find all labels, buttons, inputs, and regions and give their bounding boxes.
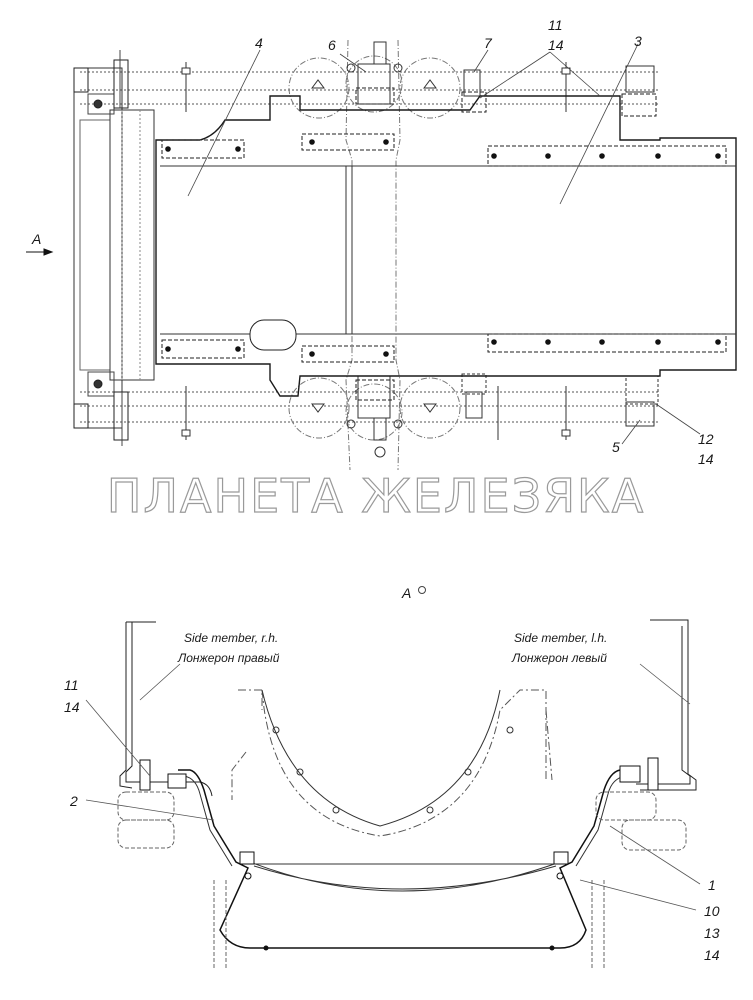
side-mount-blocks [117,791,687,970]
callout-3: 3 [634,33,642,49]
section-view-drawing [85,619,701,970]
plate-slot [249,319,297,351]
callout-14: 14 [548,37,564,53]
bolt-dots [165,139,721,357]
side-member-rh-en: Side member, r.h. [184,631,278,645]
callout-12: 12 [698,431,714,447]
bolt-assemblies [139,757,659,880]
view-arrow [26,248,54,256]
rail-bolts [181,62,571,440]
section-callout-11: 11 [64,677,79,693]
bell-housing-solid [261,689,501,827]
callout-14-bottom: 14 [698,451,714,467]
callout-7: 7 [484,35,493,51]
side-member-rh [119,621,213,797]
top-view-plan [26,39,737,471]
housing-bolts [272,726,514,814]
side-member-lh-en: Side member, l.h. [514,631,607,645]
section-callout-10: 10 [704,903,720,919]
callout-6: 6 [328,37,336,53]
callout-5: 5 [612,439,620,455]
section-callout-1: 1 [708,877,716,893]
bottom-drain-bolts [263,945,555,951]
section-marker-icon [418,586,426,594]
bell-housing [231,689,553,837]
mount-circles-top [288,55,461,441]
side-member-rh-ru: Лонжерон правый [177,651,280,665]
callout-11: 11 [548,17,563,33]
section-callout-13: 13 [704,925,720,941]
leader-lines-top [187,43,701,445]
view-arrow-label: A [31,231,41,247]
tray-sag [249,861,561,892]
section-callout-2: 2 [69,793,78,809]
side-member-lh-ru: Лонжерон левый [511,651,607,665]
watermark-text: ПЛАНЕТА ЖЕЛЕЗЯКА [107,469,645,523]
side-member-lh [636,619,697,791]
callout-4: 4 [255,35,263,51]
section-title: A [401,585,411,601]
section-callout-14-bottom: 14 [704,947,720,963]
leader-lines-section [85,663,701,911]
protective-tray [178,769,632,949]
bolt-strips [161,87,727,401]
front-cross-member [73,50,155,446]
floor-plate [155,95,737,397]
section-callout-14: 14 [64,699,80,715]
